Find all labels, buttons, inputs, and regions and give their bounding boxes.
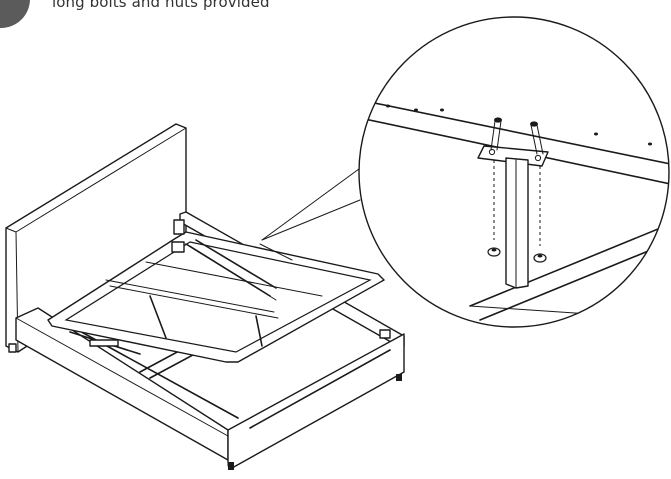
rail-holes xyxy=(386,104,652,146)
long-bolts xyxy=(490,117,544,246)
bed-base-drawing xyxy=(5,123,405,470)
instruction-caption: long bolts and nuts provided xyxy=(52,0,270,11)
footboard xyxy=(227,333,405,470)
nuts xyxy=(487,247,547,263)
detail-view xyxy=(358,16,670,328)
lift-frame xyxy=(47,231,385,363)
bracket-plate xyxy=(477,145,549,167)
gas-struts xyxy=(69,219,391,355)
support-leg xyxy=(505,157,529,289)
